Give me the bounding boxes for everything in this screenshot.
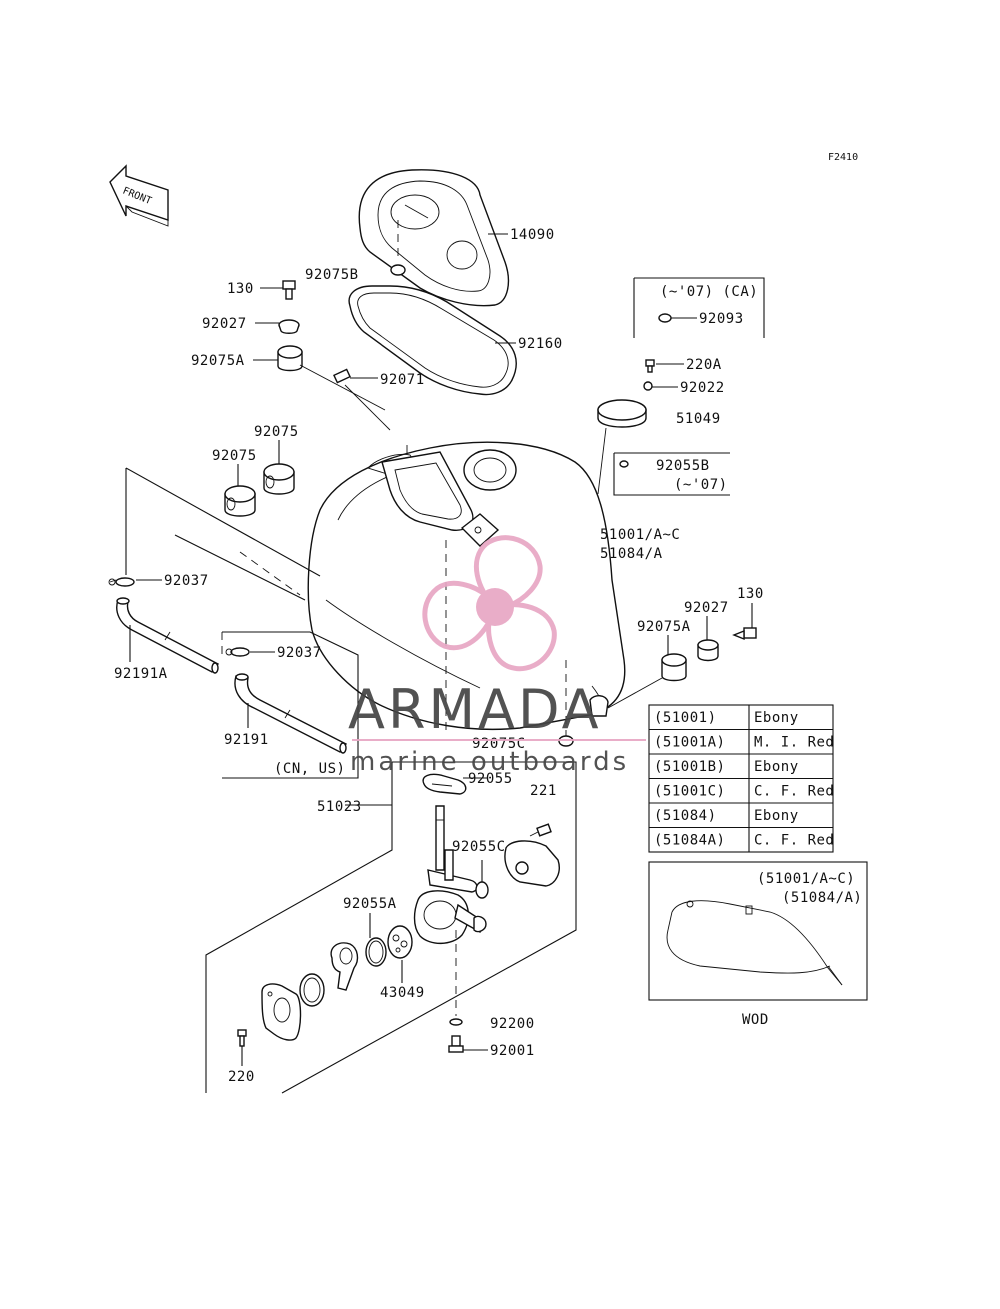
callout-92075-left: 92075 <box>212 448 257 464</box>
front-arrow-icon: FRONT <box>109 164 169 227</box>
fuel-cock-body-part <box>413 849 487 945</box>
callout-130-top: 130 <box>227 281 254 297</box>
watermark-brand: ARMADA <box>348 678 602 741</box>
inset-box: (51001/A~C) (51084/A) <box>648 861 868 1001</box>
callout-220a: 220A <box>686 357 722 373</box>
color-table-code: (51001) <box>654 710 717 726</box>
color-table-code: (51084A) <box>654 833 725 849</box>
callout-92055c: 92055C <box>452 839 506 855</box>
callout-92075-right: 92075 <box>254 424 299 440</box>
oring-92055c <box>475 881 489 899</box>
seal-43049 <box>387 925 413 959</box>
callout-92027-top: 92027 <box>202 316 247 332</box>
callout-43049: 43049 <box>380 985 425 1001</box>
grommet-92075b <box>390 264 406 276</box>
inset-caption: WOD <box>742 1012 769 1028</box>
color-table-color: Ebony <box>754 808 799 824</box>
color-table-code: (51084) <box>654 808 717 824</box>
inset-line1: (51001/A~C) <box>757 871 855 887</box>
color-table-code: (51001A) <box>654 735 725 751</box>
watermark-tagline: marine outboards <box>350 747 629 777</box>
clip-92071 <box>333 368 351 384</box>
washer-92200 <box>449 1018 463 1026</box>
cn-us-box: (CN, US) <box>221 631 359 779</box>
callout-92055a: 92055A <box>343 896 397 912</box>
clamp-92037-left <box>108 577 135 587</box>
inset-line2: (51084/A) <box>782 890 862 906</box>
cn-us-label: (CN, US) <box>274 761 345 777</box>
ca-box: (~'07) (CA) 92093 <box>633 277 765 338</box>
callout-130-right: 130 <box>737 586 764 602</box>
washer-92022 <box>643 381 653 391</box>
color-table-code: (51001C) <box>654 784 725 800</box>
color-table-color: Ebony <box>754 710 799 726</box>
gasket-92160-part <box>348 285 517 396</box>
collar-92027-top <box>278 319 300 334</box>
callout-92027-right: 92027 <box>684 600 729 616</box>
callout-92071: 92071 <box>380 372 425 388</box>
gasket-92055 <box>422 773 467 795</box>
box-92055b: 92055B (~'07) <box>613 452 730 496</box>
bolt-92001 <box>448 1035 464 1053</box>
bolt-130-right <box>732 627 757 641</box>
cover-plate-part <box>504 840 560 887</box>
callout-92075b: 92075B <box>305 267 359 283</box>
color-table: (51001) Ebony (51001A) M. I. Red (51001B) Ebo… <box>648 704 834 853</box>
callout-92001: 92001 <box>490 1043 535 1059</box>
callout-92037-right: 92037 <box>277 645 322 661</box>
damper-92075a-right <box>661 653 687 682</box>
ca-box-part: 92093 <box>699 311 744 327</box>
callout-92075a-top: 92075A <box>191 353 245 369</box>
color-table-color: Ebony <box>754 759 799 775</box>
callout-51049: 51049 <box>676 411 721 427</box>
rubber-92075-left <box>224 485 256 517</box>
box-92055b-part: 92055B <box>656 458 710 474</box>
callout-92037-left: 92037 <box>164 573 209 589</box>
box-92055b-note: (~'07) <box>674 477 728 493</box>
screw-220a <box>645 359 655 373</box>
callout-92022: 92022 <box>680 380 725 396</box>
callout-92160: 92160 <box>518 336 563 352</box>
callout-92200: 92200 <box>490 1016 535 1032</box>
color-table-color: M. I. Red <box>754 735 834 751</box>
callout-220: 220 <box>228 1069 255 1085</box>
hose-92191a-part <box>116 597 220 674</box>
color-table-color: C. F. Red <box>754 784 834 800</box>
armada-watermark: ARMADA marine outboards <box>348 535 646 777</box>
callout-92191a: 92191A <box>114 666 168 682</box>
meter-cover-part <box>358 169 510 307</box>
callout-51023: 51023 <box>317 799 362 815</box>
ca-box-title: (~'07) (CA) <box>660 284 758 300</box>
lever-plate-part <box>261 983 302 1041</box>
propeller-logo-icon <box>422 535 557 672</box>
callout-51001: 51001/A~C <box>600 527 680 543</box>
color-table-color: C. F. Red <box>754 833 834 849</box>
callout-92055: 92055 <box>468 771 513 787</box>
damper-92075a-top <box>277 345 303 372</box>
callout-92191: 92191 <box>224 732 269 748</box>
callout-51084: 51084/A <box>600 546 663 562</box>
color-table-code: (51001B) <box>654 759 725 775</box>
screw-221 <box>529 823 552 837</box>
callout-221: 221 <box>530 783 557 799</box>
figure-code: F2410 <box>828 152 858 163</box>
callout-92075a-right: 92075A <box>637 619 691 635</box>
callout-14090: 14090 <box>510 227 555 243</box>
rubber-92075-right <box>263 463 295 495</box>
bolt-130-top <box>282 280 296 300</box>
collar-92027-right <box>697 639 719 662</box>
hose-92191-part <box>234 673 348 754</box>
screw-220 <box>237 1029 247 1047</box>
clamp-92037-right <box>225 647 250 657</box>
cap-51049-part <box>597 399 647 428</box>
fuel-cock-lever-part <box>330 942 359 991</box>
fuel-filter-pipe <box>435 805 445 871</box>
